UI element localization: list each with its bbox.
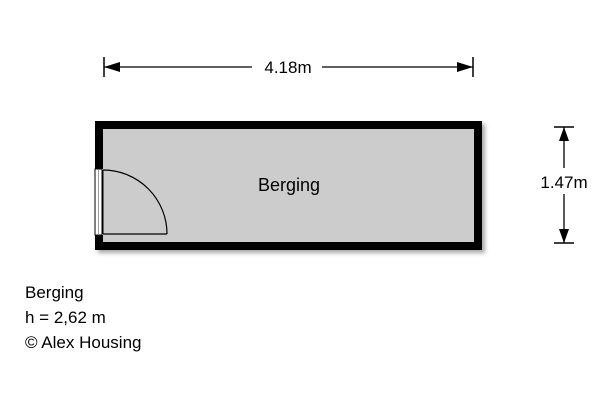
legend: Berging h = 2,62 m © Alex Housing [25, 280, 141, 355]
legend-copyright: © Alex Housing [25, 333, 142, 352]
room-label: Berging [258, 175, 320, 195]
legend-room-name: Berging [25, 283, 84, 302]
depth-dimension: 1.47m [540, 126, 588, 244]
width-arrow-left-icon [104, 62, 120, 72]
room-floor [103, 129, 474, 242]
width-dimension-label: 4.18m [264, 58, 311, 77]
legend-height: h = 2,62 m [25, 308, 106, 327]
room [95, 121, 482, 250]
depth-dimension-label: 1.47m [540, 173, 587, 192]
depth-arrow-up-icon [559, 127, 569, 141]
width-dimension: 4.18m [103, 57, 474, 77]
width-arrow-right-icon [457, 62, 473, 72]
door [94, 168, 168, 236]
depth-arrow-down-icon [559, 229, 569, 243]
door-swing-arc [102, 169, 168, 235]
